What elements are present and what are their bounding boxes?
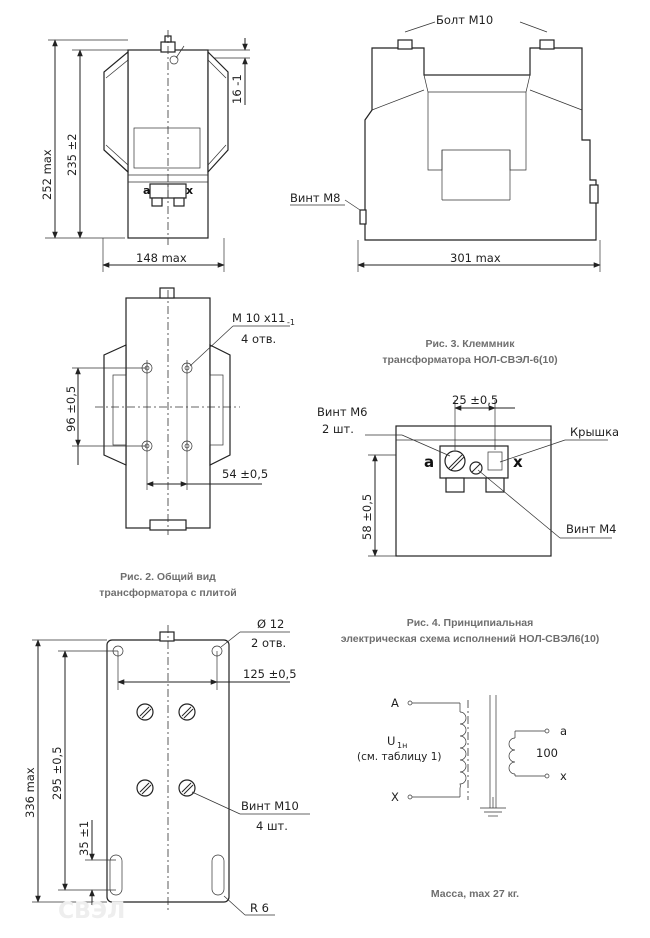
side-bolt-label: Болт М10	[436, 13, 493, 27]
plate-dim-336: 336 max	[23, 767, 37, 818]
fig3-terminal-x-label: x	[513, 453, 523, 471]
electrical-schematic	[407, 695, 550, 817]
schematic-voltage-subscript: 1н	[397, 741, 407, 750]
dim-148-max: 148 max	[136, 251, 187, 265]
fig4-caption-line2: электрическая схема исполнений НОЛ-СВЭЛ6…	[341, 633, 600, 645]
plan-thread-label: М 10 х11	[232, 311, 285, 325]
dim-96: 96 ±0,5	[64, 386, 78, 432]
plate-screw-label: Винт М10	[241, 799, 299, 813]
schematic-voltage-note: (см. таблицу 1)	[357, 751, 442, 763]
plan-view-drawing	[72, 287, 290, 535]
schematic-voltage-label: U	[387, 734, 395, 748]
front-view-drawing	[45, 30, 250, 272]
mounting-plate-drawing	[32, 625, 310, 916]
fig3-terminal-a-label: a	[424, 453, 434, 471]
front-terminal-a-label: a	[143, 184, 150, 197]
fig3-dim-58: 58 ±0,5	[360, 494, 374, 540]
schematic-terminal-a: a	[560, 724, 567, 738]
fig2-caption-line2: трансформатора с плитой	[99, 587, 236, 599]
fig3-screw-m4-label: Винт М4	[566, 522, 616, 536]
front-terminal-x-label: x	[186, 184, 193, 197]
fig3-lid-label: Крышка	[570, 425, 619, 439]
schematic-terminal-X: Х	[391, 790, 399, 804]
dim-54: 54 ±0,5	[222, 467, 268, 481]
schematic-terminal-x: x	[560, 769, 567, 783]
dim-301-max: 301 max	[450, 251, 501, 265]
mass-note: Масса, max 27 кг.	[431, 888, 519, 900]
fig3-caption-line1: Рис. 3. Клеммник	[425, 338, 515, 350]
schematic-terminal-A: А	[391, 696, 399, 710]
plate-dim-125: 125 ±0,5	[243, 667, 297, 681]
dim-16: 16 -1	[230, 74, 244, 104]
fig2-caption-line1: Рис. 2. Общий вид	[120, 571, 216, 583]
side-view-drawing	[344, 21, 601, 272]
schematic-ratio: 100	[536, 746, 558, 760]
terminal-block-drawing	[365, 400, 612, 557]
fig3-screw-m6-label: Винт М6	[317, 405, 367, 419]
plate-dim-35: 35 ±1	[77, 821, 91, 856]
plan-holes-label: 4 отв.	[241, 332, 276, 346]
fig3-caption-line2: трансформатора НОЛ-СВЭЛ-6(10)	[382, 354, 557, 366]
plate-radius-label: R 6	[250, 901, 269, 915]
side-screw-label: Винт М8	[290, 191, 340, 205]
plate-holes-label: 2 отв.	[251, 636, 286, 650]
dim-252-max: 252 max	[40, 149, 54, 200]
dim-235: 235 ±2	[65, 133, 79, 176]
plate-screw-qty: 4 шт.	[256, 819, 288, 833]
watermark-logo: СВЭЛ	[58, 899, 125, 924]
plate-diameter-label: Ø 12	[257, 617, 284, 631]
fig4-caption-line1: Рис. 4. Принципиальная	[407, 617, 534, 629]
plate-dim-295: 295 ±0,5	[50, 746, 64, 800]
fig3-dim-25: 25 ±0,5	[452, 393, 498, 407]
plan-thread-tolerance: -1	[287, 318, 295, 327]
fig3-screw-m6-qty: 2 шт.	[322, 422, 354, 436]
